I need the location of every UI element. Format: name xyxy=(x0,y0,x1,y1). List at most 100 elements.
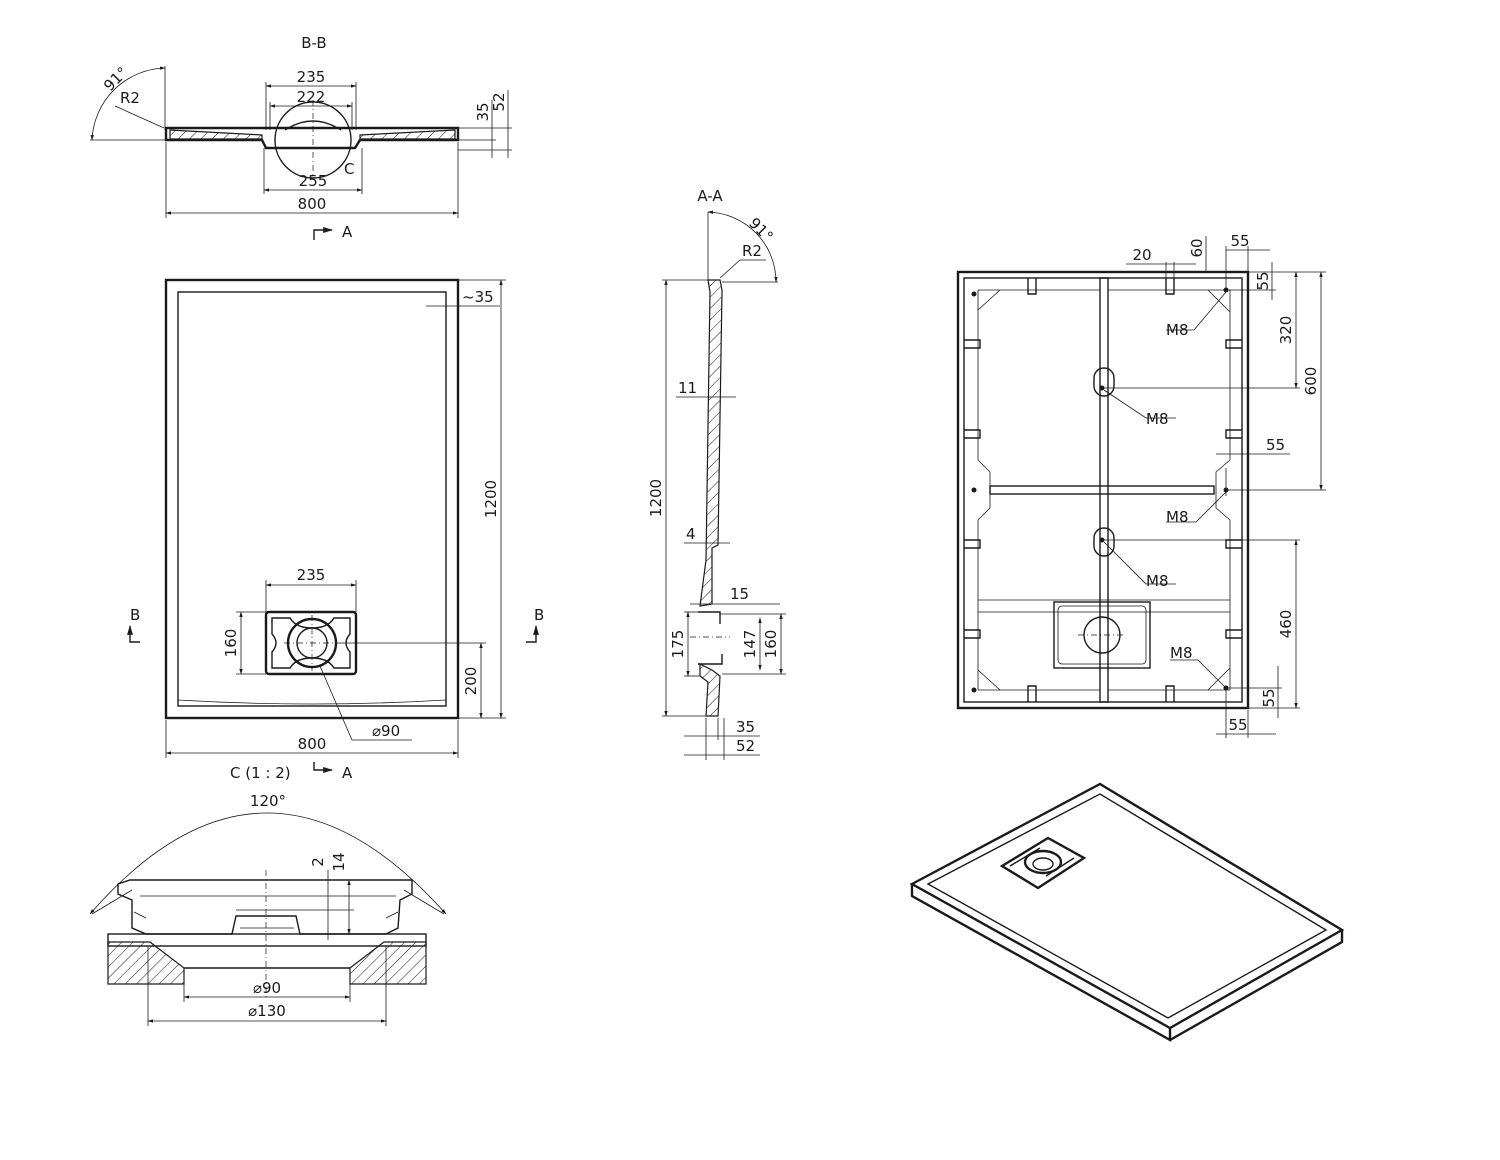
section-arrow-a-bottom xyxy=(313,762,333,773)
detail-hatch-right xyxy=(349,941,427,985)
angle-arc-aa xyxy=(707,210,778,283)
angle-label-aa: 91° xyxy=(745,214,777,246)
m8-leader-3 xyxy=(1166,491,1227,523)
detail-inner-lines xyxy=(133,895,399,929)
dim-320-underside: 320 xyxy=(1277,316,1295,345)
dim-55-mid: 55 xyxy=(1266,436,1285,454)
section-marker-b-right xyxy=(526,625,539,643)
dim-14-detail: 14 xyxy=(330,852,348,871)
dim-200-plan: 200 xyxy=(462,667,480,696)
central-rib-vertical xyxy=(1099,277,1109,703)
extension-line xyxy=(91,889,133,915)
underside-drain-hole xyxy=(1083,616,1121,654)
section-marker-b-left-label: B xyxy=(130,606,140,624)
tray-profile-hatch-bb xyxy=(169,129,263,140)
iso-drain-outer xyxy=(1023,849,1063,875)
dim-rim-35: ~35 xyxy=(462,288,494,306)
diameter-leader-plan xyxy=(319,665,412,741)
section-bb-label: B-B xyxy=(301,34,326,52)
underside-drain-plate xyxy=(1057,605,1147,665)
dim-55-bottom-h: 55 xyxy=(1228,716,1247,734)
drain-cut-aa xyxy=(698,611,723,665)
dim-dia90-detail: ⌀90 xyxy=(253,979,281,997)
dim-35-aa: 35 xyxy=(736,718,755,736)
angle-arc-bb xyxy=(90,66,166,141)
dim-800-plan: 800 xyxy=(298,735,327,753)
underside-view: M8 M8 M8 M8 M8 20 60 55 55 320 600 55 xyxy=(956,232,1326,738)
tray-outline xyxy=(164,278,460,720)
m8-leader-1 xyxy=(1166,291,1227,331)
radius-leader-bb xyxy=(114,105,165,129)
dim-52-aa: 52 xyxy=(736,737,755,755)
detail-c-label: C (1 : 2) xyxy=(230,764,291,782)
m8-label-1: M8 xyxy=(1166,321,1189,339)
dim-60-underside: 60 xyxy=(1188,238,1206,257)
section-arrow-a-top xyxy=(313,227,333,240)
dim-222-bb: 222 xyxy=(297,88,326,106)
m8-leader-5 xyxy=(1170,659,1227,689)
dim-235-bb: 235 xyxy=(297,68,326,86)
iso-drain-frame xyxy=(999,836,1087,890)
m8-label-4: M8 xyxy=(1146,572,1169,590)
radius-label-bb: R2 xyxy=(120,89,140,107)
underside-drain-housing xyxy=(1053,601,1151,669)
m8-label-2: M8 xyxy=(1146,410,1169,428)
radius-leader-aa xyxy=(719,259,766,279)
section-aa-view: A-A 91° R2 1200 11 4 15 175 147 xyxy=(647,187,786,760)
dim-dia90-plan: ⌀90 xyxy=(372,722,400,740)
m8-leader-2 xyxy=(1103,389,1176,419)
underside-inner-contour xyxy=(977,289,1231,691)
dim-2-detail: 2 xyxy=(309,857,327,867)
section-marker-b-left xyxy=(127,625,140,643)
underside-corner-braces xyxy=(977,289,1231,691)
iso-top-face xyxy=(909,782,1345,1030)
dim-600-underside: 600 xyxy=(1302,367,1320,396)
m8-label-3: M8 xyxy=(1166,508,1189,526)
extension-line xyxy=(403,889,445,915)
m8-label-5: M8 xyxy=(1170,644,1193,662)
detail-c-view: 120° 2 14 ⌀90 ⌀130 xyxy=(89,792,447,1026)
dim-160-plan: 160 xyxy=(222,629,240,658)
dim-460-underside: 460 xyxy=(1277,610,1295,639)
m8-leader-4 xyxy=(1103,541,1176,585)
section-arrow-a-top-label: A xyxy=(342,223,353,241)
dim-800-bb: 800 xyxy=(298,195,327,213)
dim-55-bottom-v: 55 xyxy=(1260,688,1278,707)
underside-inner-frame xyxy=(963,277,1243,703)
section-marker-b-right-label: B xyxy=(534,606,544,624)
tray-inner-rim xyxy=(177,291,447,707)
dim-175-aa: 175 xyxy=(669,630,687,659)
isometric-view xyxy=(909,782,1345,1043)
dim-35-bb: 35 xyxy=(474,102,492,121)
dim-160-aa: 160 xyxy=(762,630,780,659)
drain-body-bb xyxy=(284,120,342,131)
dim-55-right: 55 xyxy=(1254,271,1272,290)
tray-profile-hatch-bb-right xyxy=(359,129,456,140)
section-aa-label: A-A xyxy=(697,187,723,205)
detail-upper-body xyxy=(117,879,413,935)
dim-20-underside: 20 xyxy=(1132,246,1151,264)
underside-notches xyxy=(964,278,1242,702)
dim-1200-aa: 1200 xyxy=(647,479,665,517)
dim-1200-plan: 1200 xyxy=(482,480,500,518)
iso-front-edge xyxy=(910,884,1344,1043)
mount-slot-lower xyxy=(1093,527,1115,557)
detail-base-plate xyxy=(107,933,427,947)
radius-label-aa: R2 xyxy=(742,242,762,260)
iso-inner-rim xyxy=(926,793,1328,1019)
angle-arc-detail xyxy=(89,812,447,915)
tray-profile-bb xyxy=(164,126,460,150)
dim-235-plan: 235 xyxy=(297,566,326,584)
dim-52-bb: 52 xyxy=(490,92,508,111)
dim-11-aa: 11 xyxy=(678,379,697,397)
iso-drain-inner xyxy=(1032,857,1054,871)
angle-label-detail: 120° xyxy=(250,792,286,810)
dim-4-aa: 4 xyxy=(686,525,696,543)
dim-15-aa: 15 xyxy=(730,585,749,603)
central-rib-horizontal xyxy=(989,485,1215,495)
dim-dia130-detail: ⌀130 xyxy=(248,1002,286,1020)
plan-top-view: ~35 1200 235 160 200 800 ⌀90 B B C (1 xyxy=(127,278,544,782)
mount-slot-upper xyxy=(1093,367,1115,397)
section-bb-view: B-B 91° R2 235 222 255 C 800 xyxy=(90,34,512,241)
